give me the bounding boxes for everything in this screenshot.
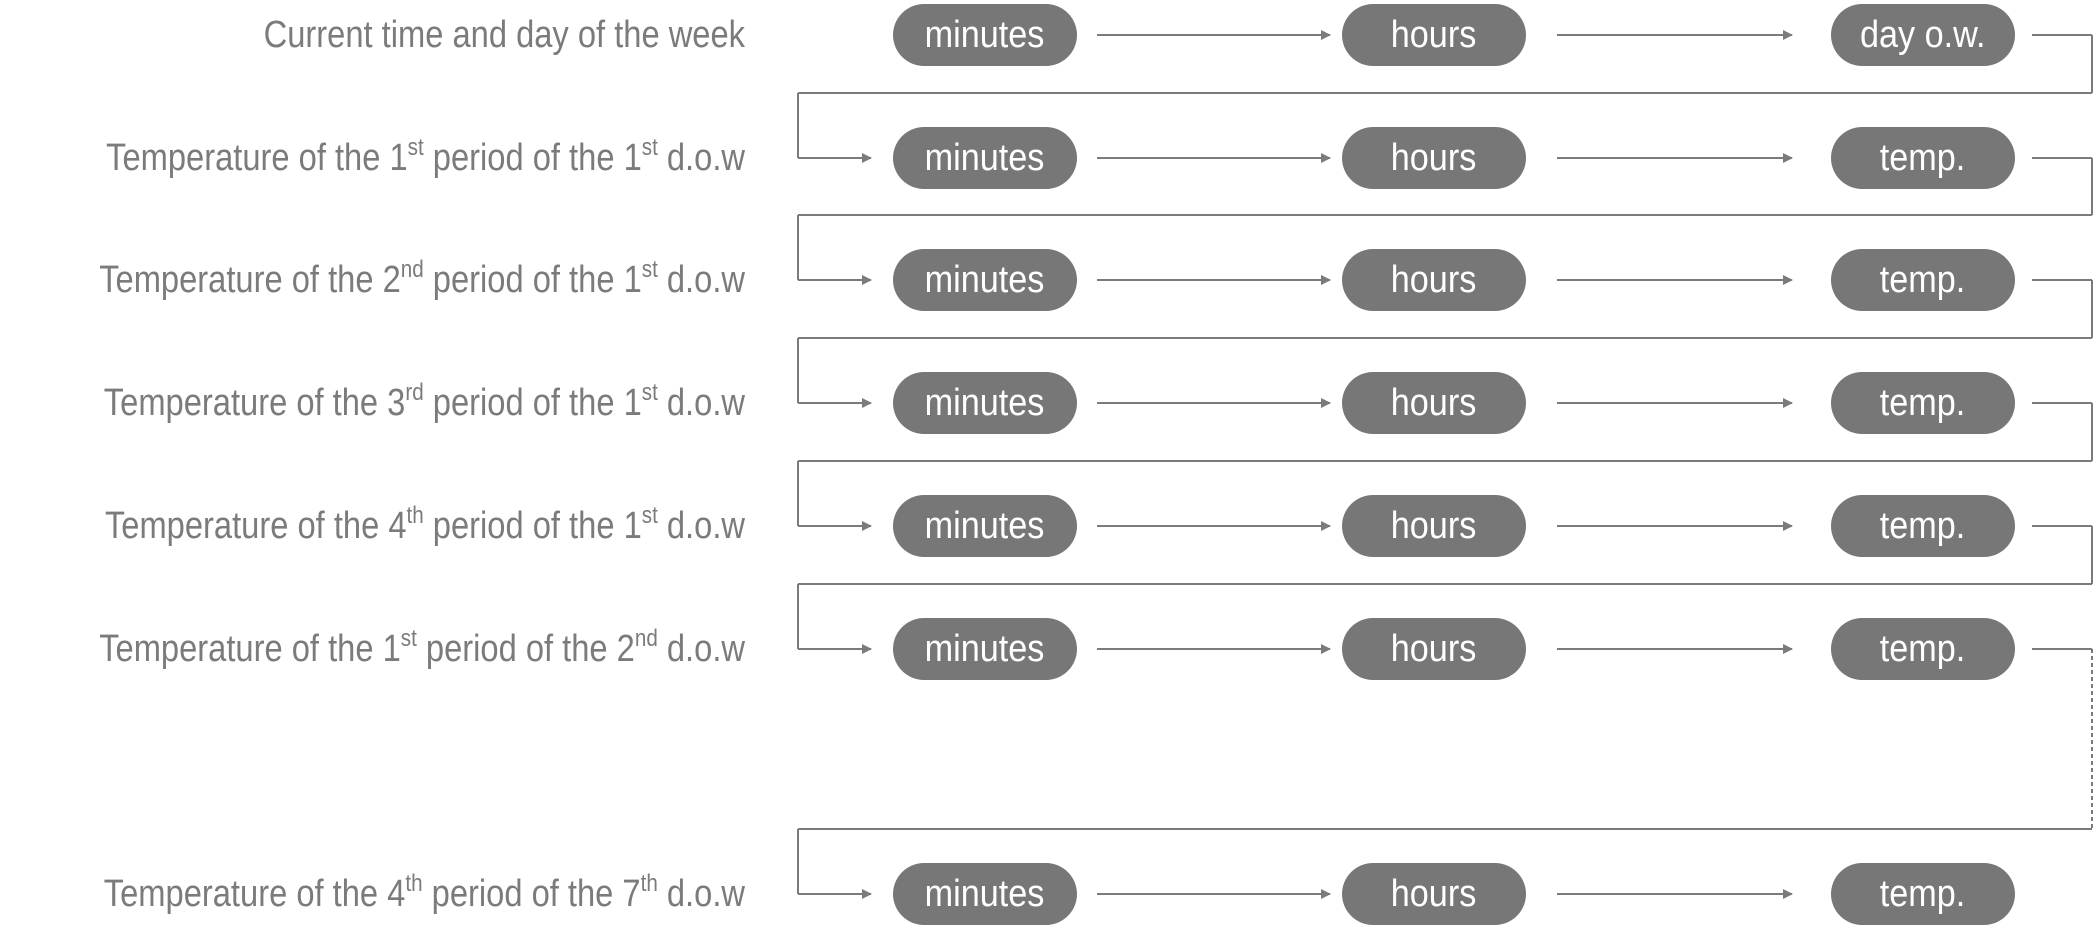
memory-cell-label: temp. bbox=[1880, 381, 1966, 424]
ordinal-suffix: st bbox=[641, 134, 658, 161]
memory-cell-2: temp. bbox=[1831, 127, 2015, 189]
memory-cell-label: minutes bbox=[925, 13, 1045, 56]
row-label: Temperature of the 1st period of the 2nd… bbox=[91, 626, 745, 672]
memory-cell-0: minutes bbox=[893, 495, 1077, 557]
memory-cell-label: temp. bbox=[1880, 136, 1966, 179]
memory-cell-1: hours bbox=[1342, 249, 1526, 311]
memory-cell-2: day o.w. bbox=[1831, 4, 2015, 66]
ordinal-suffix: th bbox=[406, 502, 424, 529]
label-text: d.o.w bbox=[657, 137, 745, 179]
label-text: Temperature of the 1 bbox=[99, 628, 401, 670]
row-label: Temperature of the 3rd period of the 1st… bbox=[91, 380, 745, 426]
memory-cell-label: temp. bbox=[1880, 258, 1966, 301]
memory-cell-1: hours bbox=[1342, 863, 1526, 925]
label-text: d.o.w bbox=[657, 873, 745, 915]
label-text: d.o.w bbox=[657, 505, 745, 547]
ordinal-suffix: rd bbox=[405, 379, 424, 406]
memory-cell-1: hours bbox=[1342, 372, 1526, 434]
memory-cell-label: hours bbox=[1391, 13, 1477, 56]
memory-cell-0: minutes bbox=[893, 127, 1077, 189]
row-label: Current time and day of the week bbox=[91, 12, 745, 58]
memory-cell-label: minutes bbox=[925, 381, 1045, 424]
memory-cell-2: temp. bbox=[1831, 249, 2015, 311]
row-label: Temperature of the 4th period of the 1st… bbox=[91, 503, 745, 549]
memory-cell-label: temp. bbox=[1880, 504, 1966, 547]
label-text: Current time and day of the week bbox=[263, 14, 745, 56]
row-label: Temperature of the 2nd period of the 1st… bbox=[91, 257, 745, 303]
memory-cell-0: minutes bbox=[893, 4, 1077, 66]
memory-cell-2: temp. bbox=[1831, 495, 2015, 557]
memory-cell-1: hours bbox=[1342, 495, 1526, 557]
label-text: period of the 1 bbox=[423, 137, 642, 179]
ordinal-suffix: st bbox=[407, 134, 424, 161]
memory-cell-label: minutes bbox=[925, 627, 1045, 670]
memory-cell-2: temp. bbox=[1831, 863, 2015, 925]
memory-cell-label: minutes bbox=[925, 504, 1045, 547]
label-text: d.o.w bbox=[657, 259, 745, 301]
row-label: Temperature of the 1st period of the 1st… bbox=[91, 135, 745, 181]
memory-cell-label: hours bbox=[1391, 627, 1477, 670]
label-text: Temperature of the 4 bbox=[104, 505, 407, 547]
memory-cell-0: minutes bbox=[893, 372, 1077, 434]
memory-cell-2: temp. bbox=[1831, 618, 2015, 680]
label-text: period of the 1 bbox=[423, 259, 642, 301]
memory-cell-label: hours bbox=[1391, 872, 1477, 915]
memory-cell-1: hours bbox=[1342, 127, 1526, 189]
memory-cell-1: hours bbox=[1342, 4, 1526, 66]
label-text: Temperature of the 1 bbox=[106, 137, 408, 179]
label-text: period of the 7 bbox=[422, 873, 641, 915]
memory-cell-label: hours bbox=[1391, 258, 1477, 301]
ordinal-suffix: st bbox=[400, 625, 417, 652]
memory-cell-0: minutes bbox=[893, 249, 1077, 311]
ordinal-suffix: st bbox=[641, 379, 658, 406]
memory-cell-label: minutes bbox=[925, 136, 1045, 179]
memory-cell-label: hours bbox=[1391, 381, 1477, 424]
ordinal-suffix: st bbox=[641, 502, 658, 529]
memory-cell-label: hours bbox=[1391, 136, 1477, 179]
memory-cell-label: temp. bbox=[1880, 627, 1966, 670]
ordinal-suffix: th bbox=[640, 870, 658, 897]
label-text: d.o.w bbox=[657, 382, 745, 424]
label-text: period of the 2 bbox=[416, 628, 635, 670]
label-text: period of the 1 bbox=[423, 505, 642, 547]
label-text: Temperature of the 3 bbox=[103, 382, 406, 424]
label-text: d.o.w bbox=[657, 628, 745, 670]
label-text: Temperature of the 2 bbox=[99, 259, 401, 301]
memory-cell-label: temp. bbox=[1880, 872, 1966, 915]
memory-cell-label: minutes bbox=[925, 872, 1045, 915]
ordinal-suffix: nd bbox=[634, 625, 658, 652]
memory-cell-2: temp. bbox=[1831, 372, 2015, 434]
memory-cell-0: minutes bbox=[893, 863, 1077, 925]
label-text: period of the 1 bbox=[423, 382, 642, 424]
memory-cell-label: minutes bbox=[925, 258, 1045, 301]
memory-cell-label: hours bbox=[1391, 504, 1477, 547]
ordinal-suffix: th bbox=[405, 870, 423, 897]
memory-cell-1: hours bbox=[1342, 618, 1526, 680]
memory-cell-0: minutes bbox=[893, 618, 1077, 680]
memory-cell-label: day o.w. bbox=[1860, 13, 1986, 56]
ordinal-suffix: st bbox=[641, 256, 658, 283]
row-label: Temperature of the 4th period of the 7th… bbox=[91, 871, 745, 917]
label-text: Temperature of the 4 bbox=[103, 873, 406, 915]
ordinal-suffix: nd bbox=[400, 256, 424, 283]
